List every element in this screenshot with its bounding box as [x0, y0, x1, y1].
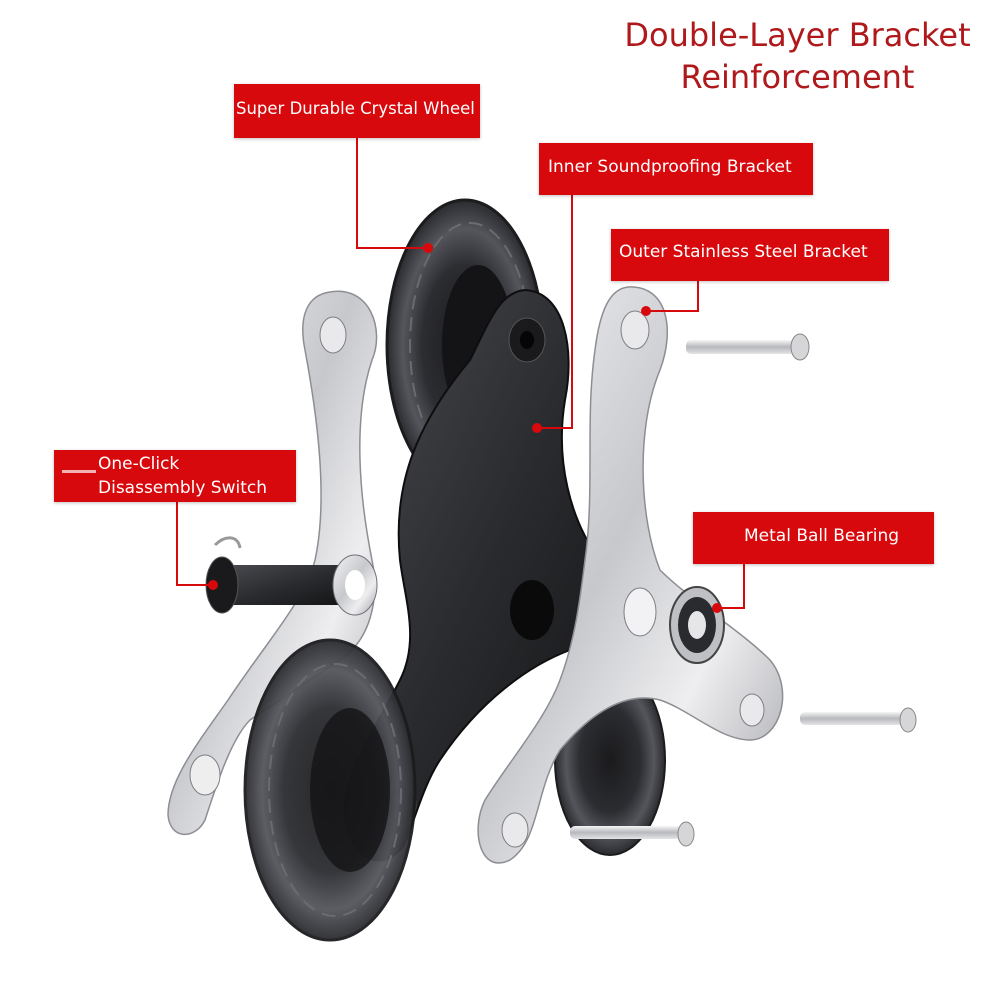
callout-disassembly-switch: One-Click Disassembly Switch — [54, 450, 296, 502]
right-outer-bracket — [477, 286, 784, 864]
callout-ball-bearing: Metal Ball Bearing — [693, 512, 934, 564]
callout-outer-bracket: Outer Stainless Steel Bracket — [611, 229, 889, 281]
rivet-pins — [570, 333, 917, 847]
callout-crystal-wheel: Super Durable Crystal Wheel — [234, 84, 480, 138]
left-outer-bracket — [167, 290, 378, 836]
callout-crystal-wheel-text: Super Durable Crystal Wheel — [236, 99, 475, 118]
callout-inner-bracket: Inner Soundproofing Bracket — [539, 143, 813, 195]
page-title: Double-Layer Bracket Reinforcement — [620, 14, 975, 98]
callout-switch-line-1: One-Click — [98, 454, 180, 474]
callout-ball-bearing-text: Metal Ball Bearing — [744, 526, 900, 546]
ball-bearing — [669, 586, 725, 664]
callout-leader-lines — [176, 138, 745, 609]
title-line-1: Double-Layer Bracket — [624, 16, 971, 54]
callout-accent-bar — [62, 470, 96, 473]
callout-switch-line-2: Disassembly Switch — [98, 478, 268, 498]
callout-inner-bracket-text: Inner Soundproofing Bracket — [548, 157, 792, 177]
callout-outer-bracket-text: Outer Stainless Steel Bracket — [619, 242, 868, 262]
axle-pin — [205, 536, 378, 616]
callout-dots — [208, 243, 722, 613]
bottom-crystal-wheel — [243, 638, 417, 942]
title-line-2: Reinforcement — [680, 58, 915, 96]
